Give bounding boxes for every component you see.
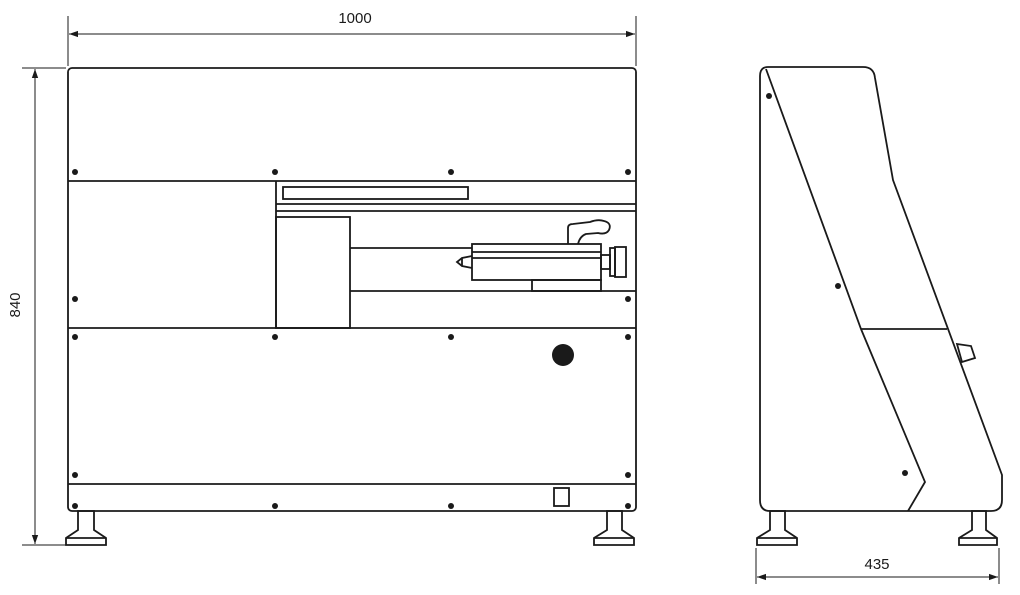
side-left-foot [756,510,798,546]
screw-icon [448,169,454,175]
screw-icon [272,169,278,175]
tailstock-center-point [455,255,473,269]
screw-icon [72,296,78,302]
tailstock-hub [600,254,611,270]
side-right-foot [958,510,998,546]
screw-icon [272,503,278,509]
width-dimension: 1000 [67,10,637,66]
side-view [756,66,1003,546]
screw-icon [448,334,454,340]
screw-icon [835,283,841,289]
height-dimension: 840 [7,67,66,546]
front-left-foot [65,510,107,546]
width-dimension-label: 1000 [338,10,371,27]
side-screws [766,93,908,476]
tailstock-assembly [455,219,627,292]
height-dimension-label: 840 [7,292,24,317]
screw-icon [625,334,631,340]
screw-icon [625,169,631,175]
depth-dimension-label: 435 [864,556,889,573]
screw-icon [625,472,631,478]
front-top-slot [282,186,469,200]
side-front-panel-edge [765,68,927,512]
screw-icon [902,470,908,476]
front-view [65,67,637,546]
screw-icon [625,296,631,302]
screw-icon [72,472,78,478]
side-control-knob [955,342,977,364]
front-outer-body [67,67,637,512]
screw-icon [72,169,78,175]
screw-icon [72,503,78,509]
screw-icon [448,503,454,509]
front-control-knob [552,344,574,366]
screw-icon [625,503,631,509]
front-screws [72,169,631,509]
front-headstock-box [275,216,351,329]
screw-icon [766,93,772,99]
side-outer-body [759,66,1003,512]
front-right-foot [593,510,635,546]
tailstock-clamp-lever [567,219,611,245]
front-power-switch [553,487,570,507]
screw-icon [72,334,78,340]
depth-dimension: 435 [755,548,1000,584]
tailstock-handwheel-rim [614,246,627,278]
tailstock-body [471,243,602,281]
screw-icon [272,334,278,340]
tailstock-base [531,279,602,292]
